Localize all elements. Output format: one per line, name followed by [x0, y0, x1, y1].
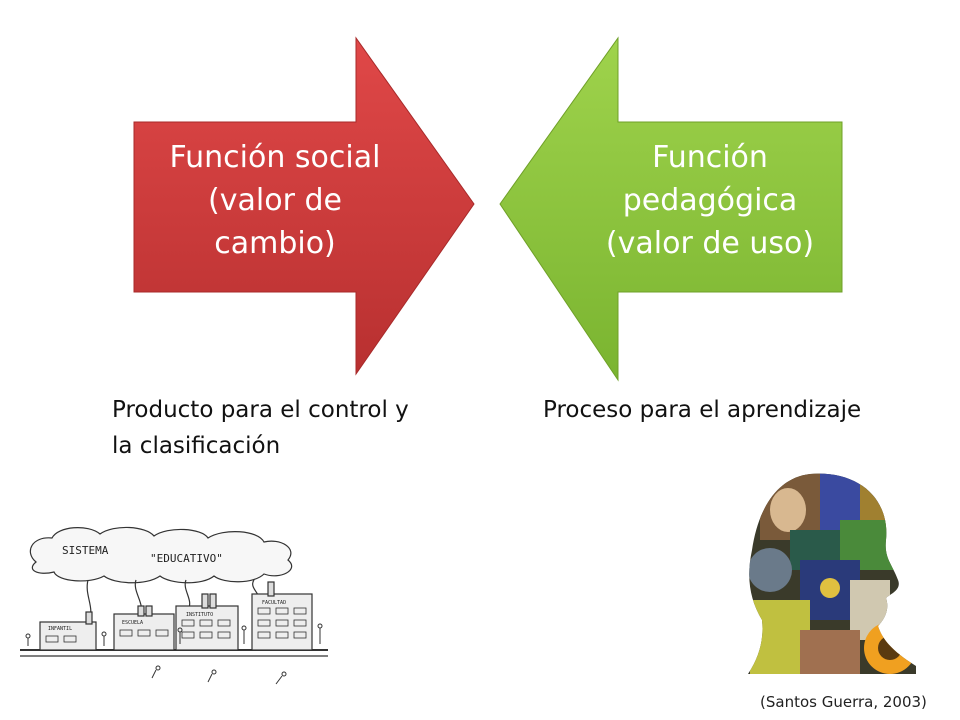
left-caption: Producto para el control y la clasificac… — [112, 392, 409, 464]
left-caption-line-2: la clasificación — [112, 433, 281, 459]
red-arrow-line-1: Función social — [169, 139, 381, 175]
left-caption-line-1: Producto para el control y — [112, 397, 409, 423]
sign-escuela: ESCUELA — [122, 620, 143, 626]
citation: (Santos Guerra, 2003) — [760, 693, 927, 711]
red-arrow-line-2: (valor de — [208, 182, 342, 218]
red-arrow-line-3: cambio) — [214, 225, 336, 261]
right-caption: Proceso para el aprendizaje — [543, 397, 862, 423]
green-arrow-label: Función pedagógica (valor de uso) — [585, 130, 835, 270]
sign-infantil: INFANTIL — [48, 626, 72, 632]
cloud-word-sistema: SISTEMA — [62, 544, 109, 557]
red-arrow — [133, 36, 475, 376]
sign-facultad: FACULTAD — [262, 600, 286, 606]
sign-instituto: INSTITUTO — [186, 612, 213, 618]
green-arrow-line-3: (valor de uso) — [605, 225, 815, 261]
green-arrow-line-1: Función — [652, 139, 768, 175]
green-arrow-line-2: pedagógica — [622, 182, 798, 218]
green-arrow — [499, 36, 843, 382]
red-arrow-label: Función social (valor de cambio) — [150, 130, 400, 270]
school-system-cartoon: SISTEMA "EDUCATIVO" INFANTIL ESCUELA INS… — [20, 526, 328, 685]
cloud-word-educativo: "EDUCATIVO" — [150, 552, 223, 565]
head-collage-image — [748, 473, 916, 675]
